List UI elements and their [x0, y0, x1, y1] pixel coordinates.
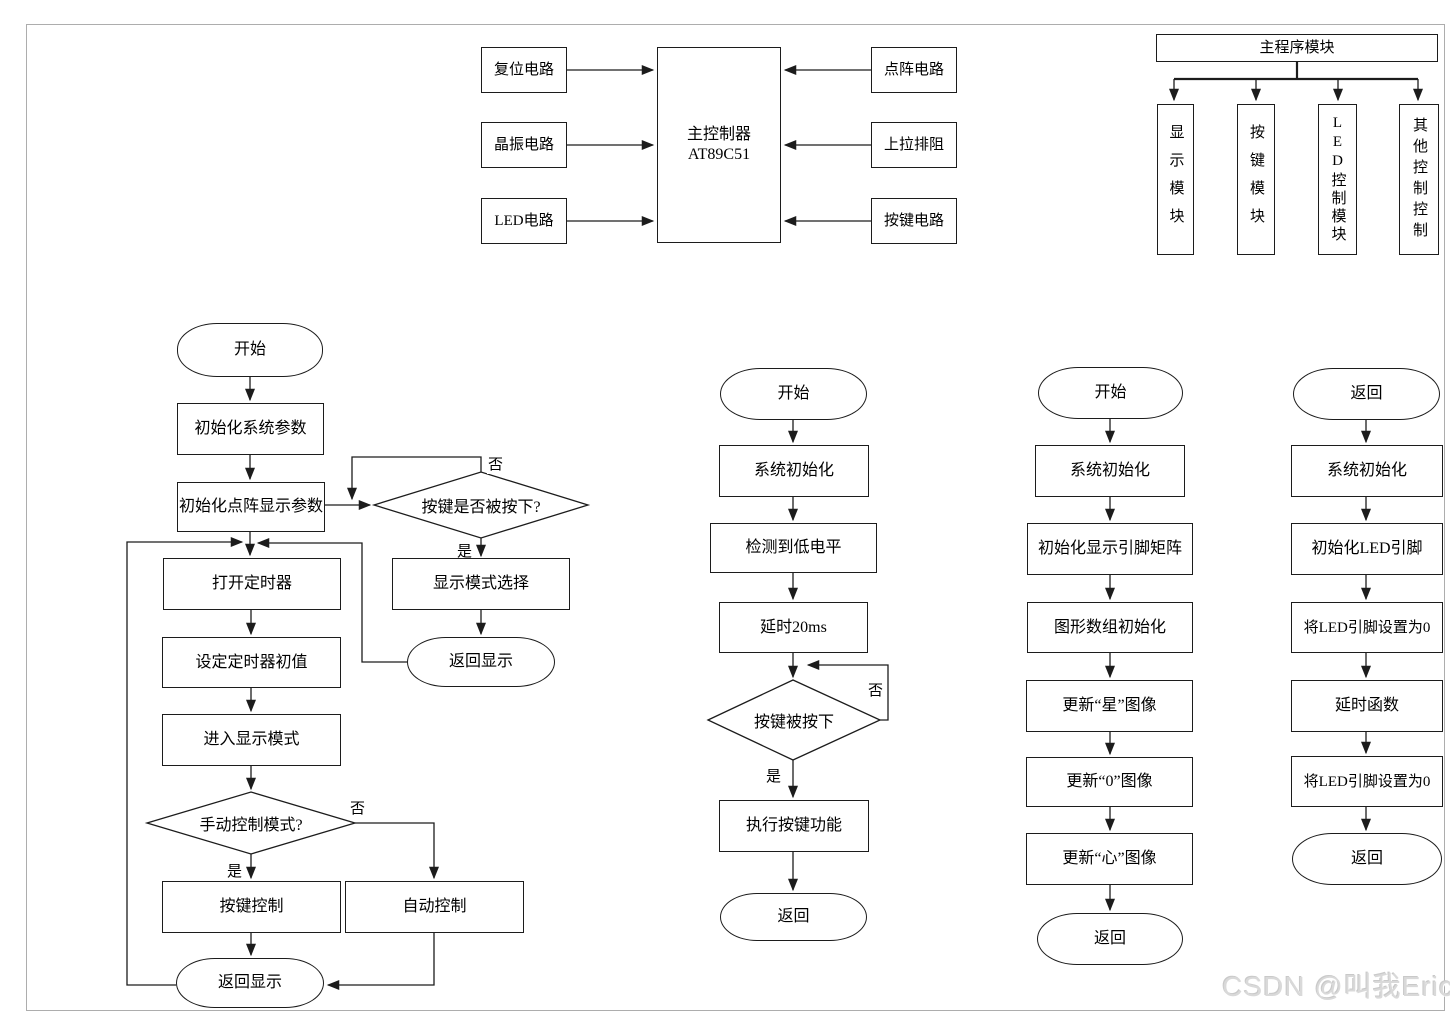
- flow-display-sys-init: 系统初始化: [1035, 445, 1185, 497]
- branch-label-no: 否: [487, 453, 505, 474]
- block-pullup-resistor: 上拉排阻: [871, 122, 957, 168]
- flow-key-exec-function: 执行按键功能: [719, 800, 869, 852]
- flow-led-init-led-pin: 初始化LED引脚: [1291, 523, 1443, 575]
- connector: [806, 660, 889, 721]
- flow-display-init-graphic-array: 图形数组初始化: [1027, 602, 1193, 653]
- block-led-circuit: LED电路: [481, 198, 567, 244]
- flow-led-start-terminal: 返回: [1293, 368, 1440, 420]
- flow-main-enter-display-mode: 进入显示模式: [162, 714, 341, 766]
- tree-root-main-program: 主程序模块: [1156, 34, 1438, 62]
- flow-display-init-pin-matrix: 初始化显示引脚矩阵: [1027, 523, 1193, 575]
- tree-display-module: 显示模块: [1157, 104, 1194, 255]
- connector: [326, 933, 435, 990]
- flow-led-set-pin-0-second: 将LED引脚设置为0: [1291, 756, 1443, 807]
- block-dot-matrix-circuit: 点阵电路: [871, 47, 957, 93]
- flow-key-detect-low: 检测到低电平: [710, 523, 877, 573]
- flow-display-return-terminal: 返回: [1037, 913, 1183, 965]
- block-reset-circuit: 复位电路: [481, 47, 567, 93]
- flow-display-start-terminal: 开始: [1038, 367, 1183, 419]
- branch-label-yes: 是: [456, 540, 474, 561]
- flow-main-return-display2-terminal: 返回显示: [176, 958, 324, 1008]
- main-controller-label: 主控制器 AT89C51: [687, 125, 751, 165]
- branch-label-yes: 是: [765, 765, 783, 786]
- branch-label-yes: 是: [226, 860, 244, 881]
- flow-key-start-terminal: 开始: [720, 368, 867, 420]
- branch-label-no: 否: [349, 797, 367, 818]
- flow-display-update-zero: 更新“0”图像: [1026, 757, 1193, 807]
- flow-key-delay-20ms: 延时20ms: [719, 602, 868, 653]
- tree-led-control-module: LED控制模块: [1318, 104, 1357, 255]
- block-main-controller: 主控制器 AT89C51: [657, 47, 781, 243]
- flow-key-sys-init: 系统初始化: [719, 445, 869, 497]
- block-crystal-circuit: 晶振电路: [481, 122, 567, 168]
- connector: [355, 822, 439, 880]
- flow-key-return-terminal: 返回: [720, 893, 867, 941]
- tree-key-module: 按键模块: [1237, 104, 1275, 255]
- flow-main-key-control: 按键控制: [162, 881, 341, 933]
- flow-led-delay-function: 延时函数: [1291, 680, 1443, 732]
- tree-trunk: [1174, 62, 1418, 81]
- flow-led-return-terminal: 返回: [1292, 833, 1442, 885]
- flow-key-pressed-decision-label: 按键被按下: [753, 714, 834, 731]
- flow-main-open-timer: 打开定时器: [163, 558, 341, 610]
- controller-title: 主控制器: [686, 126, 751, 143]
- block-key-circuit: 按键电路: [871, 198, 957, 244]
- decision-diamond-key-down: [706, 679, 882, 761]
- branch-label-no: 否: [867, 679, 885, 700]
- flow-main-init-system: 初始化系统参数: [177, 403, 324, 455]
- decision-diamond-key-pressed: [371, 471, 591, 539]
- flow-main-set-timer-init: 设定定时器初值: [162, 637, 341, 688]
- flow-main-auto-control: 自动控制: [345, 881, 524, 933]
- flow-led-sys-init: 系统初始化: [1291, 445, 1443, 497]
- flow-main-return-display-terminal: 返回显示: [407, 637, 555, 687]
- connector: [256, 538, 407, 663]
- flow-display-update-star: 更新“星”图像: [1026, 680, 1193, 732]
- flow-display-update-heart: 更新“心”图像: [1026, 833, 1193, 885]
- csdn-watermark: CSDN @叫我Eric: [1222, 971, 1450, 1002]
- flow-main-manual-mode-decision-label: 手动控制模式?: [199, 817, 303, 834]
- decision-diamond-manual-mode: [144, 791, 358, 855]
- flow-main-init-dot-matrix: 初始化点阵显示参数: [177, 482, 325, 532]
- flow-main-key-pressed-decision-label: 按键是否被按下?: [421, 499, 541, 516]
- flow-main-start-terminal: 开始: [177, 323, 323, 377]
- flow-main-display-mode-select: 显示模式选择: [392, 558, 570, 610]
- flow-led-set-pin-0-first: 将LED引脚设置为0: [1291, 602, 1443, 653]
- controller-chip: AT89C51: [687, 146, 751, 163]
- connector: [347, 456, 482, 501]
- tree-other-control-module: 其他控制控制: [1399, 104, 1439, 255]
- connector: [126, 537, 244, 986]
